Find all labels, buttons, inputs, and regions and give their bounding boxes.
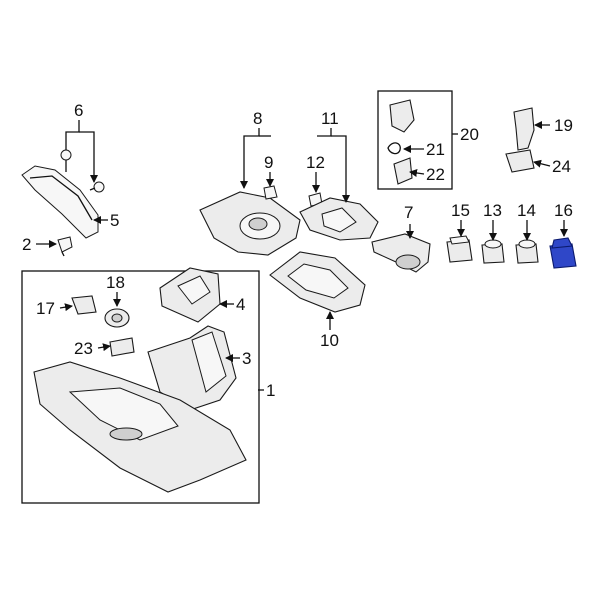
part-21-knob-top xyxy=(389,99,415,133)
callout-2: 2 xyxy=(22,235,31,254)
callout-labels: 6 2 5 8 9 11 12 10 7 15 13 14 16 20 21 2… xyxy=(22,101,573,400)
part-18-socket xyxy=(104,308,130,328)
callout-14: 14 xyxy=(517,201,536,220)
part-13-switch xyxy=(481,239,505,264)
part-16-switch-highlighted xyxy=(549,237,577,269)
callout-1: 1 xyxy=(266,381,275,400)
part-11-trim-plate xyxy=(299,197,379,241)
part-7-cup-holder xyxy=(371,233,431,273)
callout-12: 12 xyxy=(306,153,325,172)
part-9-clip xyxy=(263,185,278,200)
callout-22: 22 xyxy=(426,165,445,184)
callout-8: 8 xyxy=(253,109,262,128)
callout-18: 18 xyxy=(106,273,125,292)
callout-13: 13 xyxy=(483,201,502,220)
callout-17: 17 xyxy=(36,299,55,318)
callout-19: 19 xyxy=(554,116,573,135)
callout-24: 24 xyxy=(552,157,571,176)
callout-7: 7 xyxy=(404,203,413,222)
part-10-gate-plate xyxy=(269,251,366,313)
callout-20: 20 xyxy=(460,125,479,144)
callout-9: 9 xyxy=(264,153,273,172)
callout-21: 21 xyxy=(426,140,445,159)
part-17-plug xyxy=(71,295,97,315)
leader-lines xyxy=(36,120,568,391)
part-23-bracket xyxy=(109,337,135,357)
console-assembly-box xyxy=(21,270,260,504)
shift-knob-kit-box xyxy=(377,90,453,190)
part-22-knob-boot xyxy=(393,157,413,185)
part-2-push-pin xyxy=(57,236,73,257)
part-24-insert xyxy=(505,149,535,173)
callout-15: 15 xyxy=(451,201,470,220)
callout-3: 3 xyxy=(242,349,251,368)
part-5-side-trim xyxy=(21,165,99,239)
part-14-switch xyxy=(515,239,539,264)
part-15-switch xyxy=(446,235,473,263)
part-3-armrest-bracket xyxy=(147,325,237,411)
part-4-tray xyxy=(159,267,221,323)
callout-11: 11 xyxy=(321,109,339,128)
callout-16: 16 xyxy=(554,201,573,220)
callout-6: 6 xyxy=(74,101,83,120)
callout-4: 4 xyxy=(236,295,245,314)
part-21-wire-clip xyxy=(387,142,401,155)
part-1-console xyxy=(33,361,247,493)
callout-23: 23 xyxy=(74,339,93,358)
part-8-shifter-bezel xyxy=(199,191,301,256)
part-19-knob xyxy=(513,107,535,151)
callout-10: 10 xyxy=(320,331,339,350)
callout-5: 5 xyxy=(110,211,119,230)
